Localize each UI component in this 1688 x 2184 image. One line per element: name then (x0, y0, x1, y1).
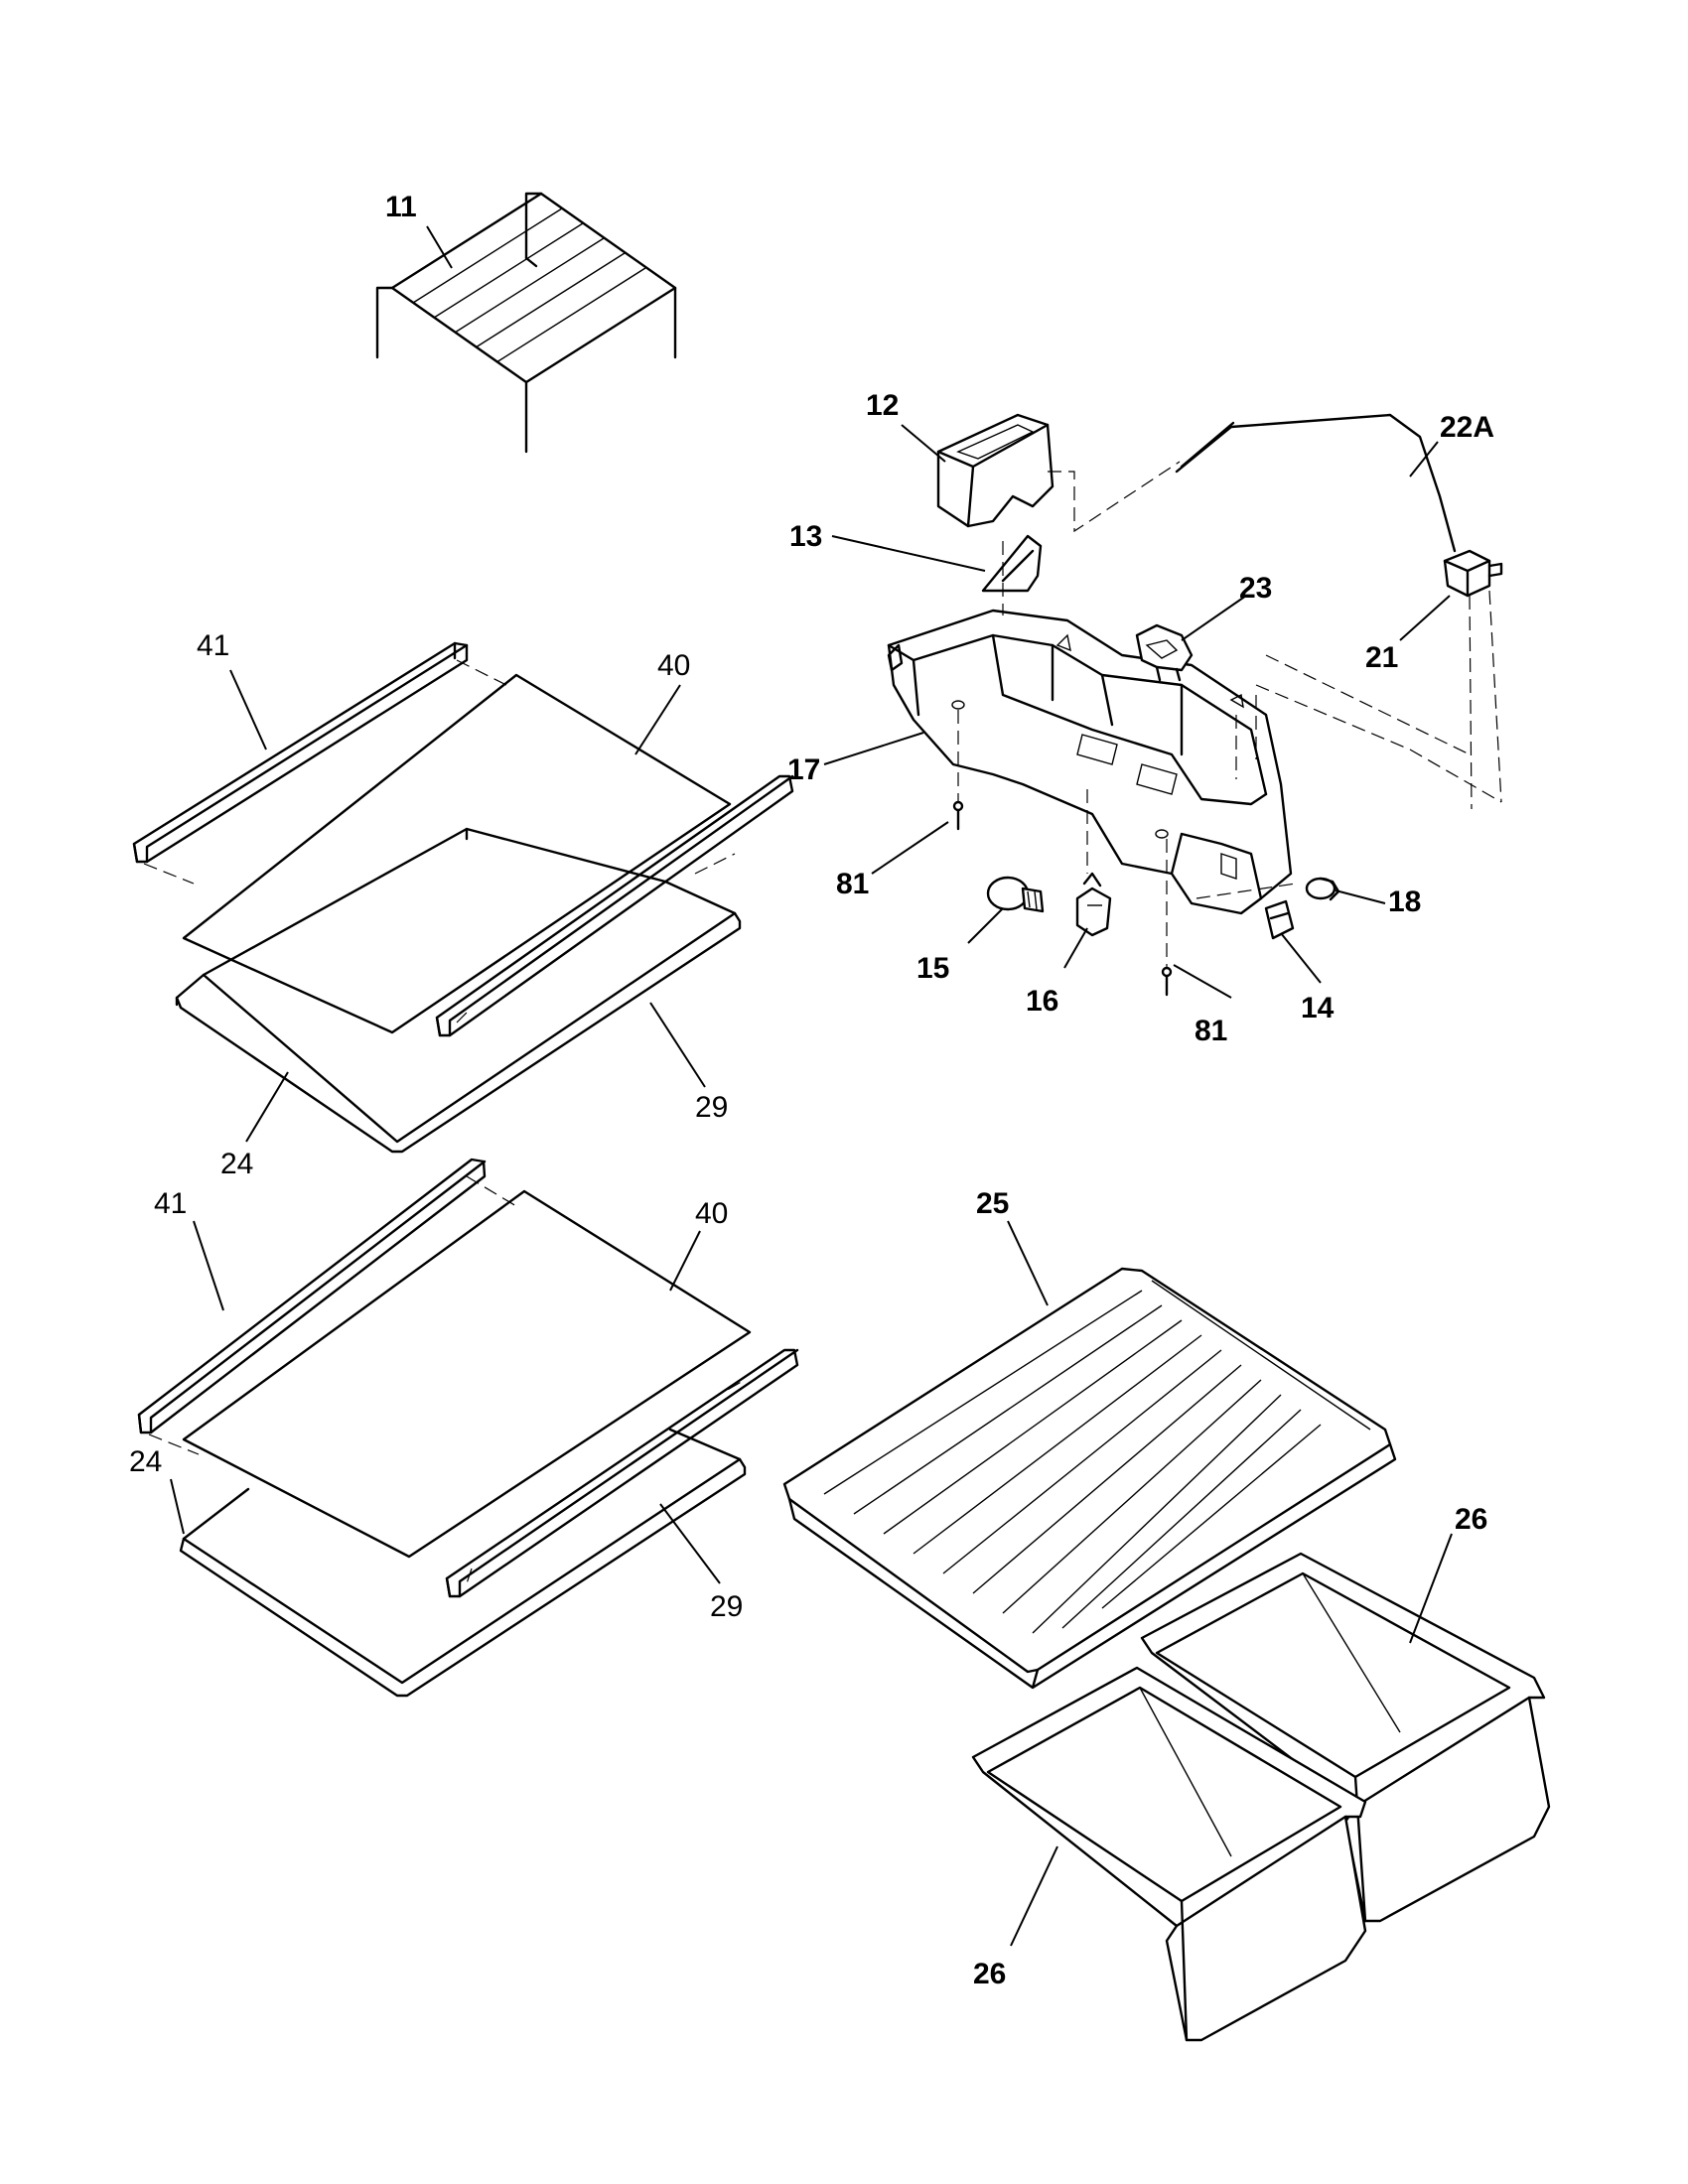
crisper-cover-part (782, 1267, 1397, 1690)
housing-part (887, 609, 1293, 915)
upper-shelf-frame-24-part (175, 827, 742, 1154)
light-bulb-part (986, 876, 1045, 913)
callout-17: 17 (787, 753, 820, 786)
lower-shelf-glass-40-part (182, 1189, 752, 1559)
construction-lines-shelf-lower (148, 1175, 746, 1584)
lower-shelf-frame-24-part (179, 1428, 747, 1698)
callout-13: 13 (789, 520, 822, 553)
lower-shelf-trim-41-part (137, 1158, 487, 1434)
callout-40-upper: 40 (657, 649, 690, 682)
callout-41-lower: 41 (154, 1187, 187, 1220)
callout-15: 15 (916, 952, 949, 985)
lamp-socket-part (1075, 872, 1112, 937)
dispenser-cap-part (936, 413, 1055, 528)
callout-40-lower: 40 (695, 1197, 728, 1230)
callout-29-lower: 29 (710, 1590, 743, 1623)
deflector-part (981, 534, 1043, 593)
callout-14: 14 (1301, 992, 1335, 1024)
callout-29-upper: 29 (695, 1091, 728, 1124)
callout-24-upper: 24 (220, 1148, 253, 1180)
callout-26-left: 26 (973, 1958, 1006, 1990)
callout-24-lower: 24 (129, 1445, 162, 1478)
callout-21: 21 (1365, 641, 1398, 674)
knob-part (1305, 877, 1340, 901)
callout-81-left: 81 (836, 868, 869, 900)
callout-26-right: 26 (1455, 1503, 1487, 1536)
callout-labels: 11 12 13 22A 23 21 17 81 81 15 16 14 18 … (129, 191, 1494, 1990)
callout-18: 18 (1388, 886, 1421, 918)
upper-shelf-trim-29-part (435, 774, 794, 1037)
switch-21-part (1443, 549, 1503, 598)
leader-lines (170, 225, 1453, 1947)
callout-16: 16 (1026, 985, 1058, 1018)
crisper-drawer-left-part (971, 1666, 1367, 2042)
construction-lines-shelf-upper (143, 659, 736, 1024)
screw-81-left-part (952, 800, 964, 831)
lower-shelf-trim-29-part (445, 1348, 799, 1598)
callout-11: 11 (385, 191, 417, 223)
callout-22a: 22A (1440, 411, 1494, 444)
screw-81-right-part (1161, 966, 1173, 997)
callout-12: 12 (866, 389, 899, 422)
callout-81-right: 81 (1195, 1015, 1227, 1047)
callout-41-upper: 41 (197, 629, 229, 662)
construction-lines-upper (957, 461, 1502, 968)
upper-shelf-glass-40-part (182, 673, 732, 1034)
wire-harness-part (1175, 413, 1457, 553)
wire-rack-part (375, 192, 677, 454)
actuator-part (1135, 623, 1194, 682)
callout-25: 25 (976, 1187, 1009, 1220)
callout-23: 23 (1239, 572, 1272, 605)
upper-shelf-trim-41-part (132, 641, 469, 864)
rocker-switch-part (1264, 899, 1295, 940)
